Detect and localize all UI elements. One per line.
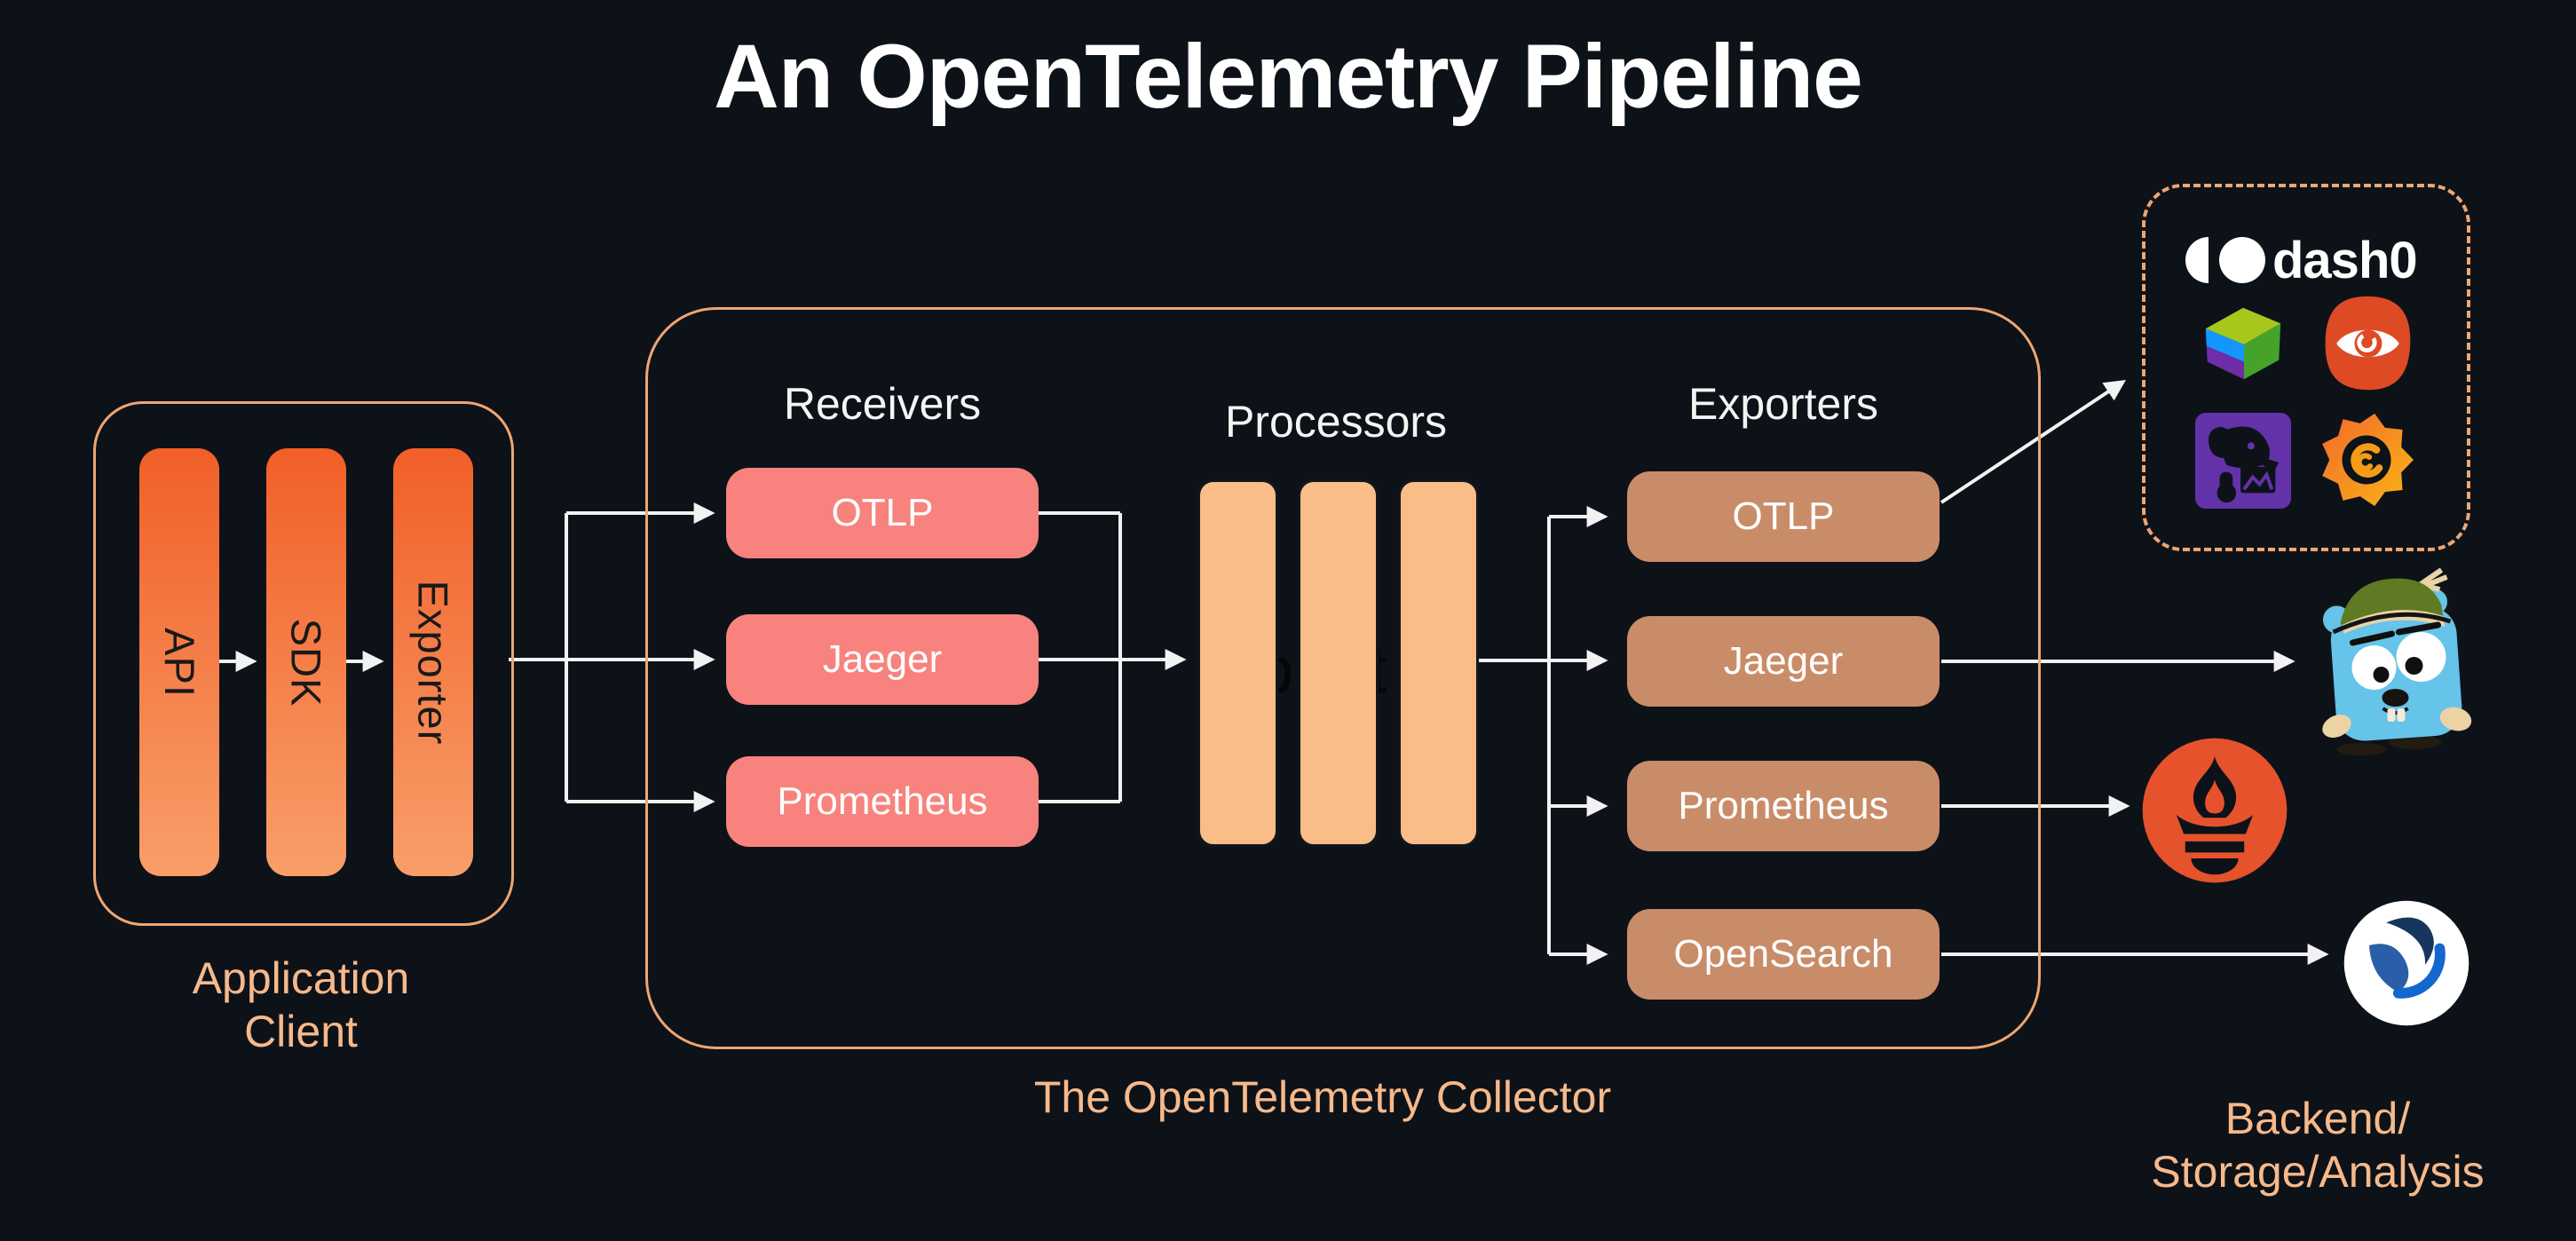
collector-label: The OpenTelemetry Collector (1033, 1072, 1612, 1122)
opensearch-logo (2343, 900, 2469, 1026)
receivers-heading: Receivers (783, 379, 982, 429)
exporter-bar-label: Exporter (409, 580, 457, 745)
receiver-otlp: OTLP (726, 468, 1039, 558)
dash0-logo-icon (2185, 237, 2265, 283)
processors-heading: Processors (1224, 397, 1448, 447)
exporter-otlp: OTLP (1627, 471, 1940, 562)
application-client-label: Application Client (192, 953, 410, 1056)
exporter-jaeger: Jaeger (1627, 616, 1940, 707)
dynatrace-cube-logo (2205, 307, 2281, 380)
sdk-bar: SDK (266, 448, 346, 876)
processor-bar-3 (1398, 479, 1479, 847)
exporters-heading: Exporters (1688, 379, 1878, 429)
vendors-dashed-box (2142, 184, 2470, 551)
datadog-logo (2195, 413, 2291, 509)
dash0-wordmark: dash0 (2272, 232, 2418, 289)
sdk-bar-label: SDK (282, 618, 330, 707)
api-bar: API (139, 448, 219, 876)
processor-bar-1 (1197, 479, 1278, 847)
exporter-opensearch: OpenSearch (1627, 909, 1940, 1000)
jaeger-gopher-logo (2320, 567, 2472, 755)
processor-bar-2 (1298, 479, 1379, 847)
receiver-prometheus: Prometheus (726, 756, 1039, 847)
exporter-prometheus: Prometheus (1627, 761, 1940, 851)
backend-storage-label: Backend/ Storage/Analysis (2151, 1094, 2485, 1197)
exporter-bar: Exporter (393, 448, 473, 876)
application-client-box (93, 401, 514, 926)
grafana-logo (2322, 413, 2414, 507)
page-title: An OpenTelemetry Pipeline (714, 26, 1863, 127)
collector-box (645, 307, 2041, 1049)
receiver-jaeger: Jaeger (726, 614, 1039, 705)
observability-eye-logo (2325, 296, 2411, 391)
api-bar-label: API (155, 627, 203, 698)
prometheus-logo (2142, 738, 2288, 883)
